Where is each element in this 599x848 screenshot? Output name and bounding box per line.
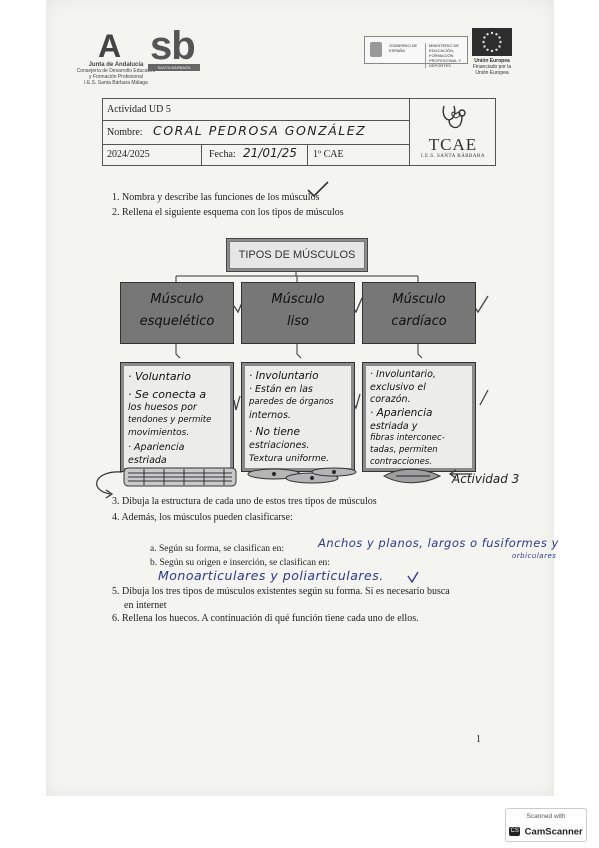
desc-line: corazón.	[370, 394, 411, 405]
eu-name: Unión Europea	[474, 58, 510, 64]
type-box-skeletal: Músculo esquelético	[120, 282, 234, 344]
eu-caption: Unión Europea Financiado por la Unión Eu…	[466, 58, 518, 76]
question-4b: b. Según su origen e inserción, se clasi…	[150, 558, 330, 568]
desc-inner: · Voluntario · Se conecta a los huesos p…	[124, 366, 230, 468]
gov-right-text: MINISTERIO DE EDUCACIÓN, FORMACIÓN PROFE…	[425, 43, 469, 68]
checkmark-icon	[307, 181, 329, 198]
student-name: CORAL PEDROSA GONZÁLEZ	[153, 123, 367, 138]
camscanner-badge: Scanned with CS CamScanner	[505, 808, 587, 842]
desc-line: internos.	[249, 410, 291, 421]
type-line2: cardíaco	[391, 314, 447, 329]
desc-line: estriada y	[370, 421, 418, 432]
type-line2: liso	[287, 314, 309, 329]
school-name: I.E.S. SANTA BÁRBARA	[421, 154, 485, 159]
type-box-cardiac: Músculo cardíaco	[362, 282, 476, 344]
page-number: 1	[476, 734, 481, 745]
divider	[201, 144, 202, 165]
junta-andalucia-logo: A	[98, 28, 122, 64]
desc-line: · Están en las	[249, 384, 313, 395]
question-5: 5. Dibuja los tres tipos de músculos exi…	[112, 586, 450, 597]
sb-logo-bar: SANTA BÁRBARA	[148, 64, 200, 71]
question-1: 1. Nombra y describe las funciones de lo…	[112, 192, 320, 203]
desc-line: fibras interconec-	[370, 433, 445, 443]
checkmark-icon	[407, 571, 419, 584]
activity-note: Actividad 3	[452, 472, 520, 486]
divider	[307, 144, 308, 165]
desc-line: los huesos por	[128, 402, 197, 413]
desc-inner: · Involuntario, exclusivo el corazón. · …	[366, 366, 472, 468]
header-table: Actividad UD 5 Nombre: CORAL PEDROSA GON…	[102, 98, 496, 166]
name-label: Nombre:	[107, 127, 143, 138]
muscle-structure-drawings	[96, 467, 472, 499]
sb-logo: sb	[150, 24, 196, 68]
junta-sub: Consejería de Desarrollo Educativo y For…	[76, 68, 156, 80]
desc-line: · Involuntario,	[370, 369, 436, 380]
desc-line: paredes de órganos	[249, 397, 334, 407]
desc-line: · Involuntario	[249, 370, 319, 382]
stethoscope-icon	[442, 105, 466, 129]
desc-box-smooth: · Involuntario · Están en las paredes de…	[241, 362, 355, 472]
course-label: 1º CAE	[313, 149, 344, 160]
desc-line: contracciones.	[370, 457, 432, 467]
tcae-logo: TCAE I.E.S. SANTA BÁRBARA	[409, 99, 496, 165]
type-box-smooth: Músculo liso	[241, 282, 355, 344]
desc-line: movimientos.	[128, 428, 190, 438]
question-2: 2. Rellena el siguiente esquema con los …	[112, 207, 344, 218]
spain-crest-icon	[370, 42, 382, 57]
scanner-line2: CamScanner	[524, 826, 583, 838]
desc-box-skeletal: · Voluntario · Se conecta a los huesos p…	[120, 362, 234, 472]
activity-label: Actividad UD 5	[107, 104, 171, 115]
header-row-activity: Actividad UD 5	[103, 99, 409, 121]
tcae-title: TCAE	[428, 135, 478, 154]
government-logo: GOBIERNO DE ESPAÑA MINISTERIO DE EDUCACI…	[364, 36, 468, 68]
desc-inner: · Involuntario · Están en las paredes de…	[245, 366, 351, 468]
gov-left-text: GOBIERNO DE ESPAÑA	[389, 43, 418, 53]
question-4a-extra: orbiculares	[512, 552, 557, 560]
date-label: Fecha:	[209, 149, 236, 160]
question-4: 4. Además, los músculos pueden clasifica…	[112, 512, 293, 523]
question-3: 3. Dibuja la estructura de cada uno de e…	[112, 496, 377, 507]
question-4b-answer: Monoarticulares y poliarticulares.	[158, 568, 384, 583]
type-line2: esquelético	[139, 314, 215, 329]
junta-andalucia-caption: Junta de Andalucía Consejería de Desarro…	[76, 62, 156, 86]
scanner-line1: Scanned with	[526, 813, 566, 820]
type-line1: Músculo	[271, 292, 325, 307]
desc-line: estriaciones.	[249, 440, 310, 451]
eu-flag-icon	[472, 28, 512, 56]
header-row-date: 2024/2025 Fecha: 21/01/25 1º CAE	[103, 144, 409, 165]
desc-line: exclusivo el	[370, 382, 426, 393]
desc-box-cardiac: · Involuntario, exclusivo el corazón. · …	[362, 362, 476, 472]
junta-sub2: I.E.S. Santa Bárbara Málaga	[84, 80, 148, 86]
scanner-brand: CS CamScanner	[506, 823, 586, 841]
question-6: 6. Rellena los huecos. A continuación di…	[112, 613, 419, 624]
desc-line: tadas, permiten	[370, 445, 438, 455]
eu-sub: Financiado por la Unión Europea	[472, 64, 512, 76]
desc-line: · No tiene	[249, 426, 300, 438]
school-year: 2024/2025	[107, 149, 150, 160]
question-4a-answer: Anchos y planos, largos o fusiformes y	[318, 536, 559, 550]
desc-line: Textura uniforme.	[249, 454, 330, 464]
type-line1: Músculo	[392, 292, 446, 307]
date-value: 21/01/25	[243, 146, 297, 160]
type-line1: Músculo	[150, 292, 204, 307]
desc-line: · Apariencia	[370, 407, 433, 419]
desc-line: estriada	[128, 455, 167, 466]
desc-line: · Apariencia	[128, 442, 185, 453]
camscanner-icon: CS	[509, 827, 521, 837]
desc-line: tendones y permite	[128, 415, 212, 425]
desc-line: · Voluntario	[128, 370, 191, 383]
header-row-name: Nombre: CORAL PEDROSA GONZÁLEZ	[103, 120, 409, 145]
question-4a: a. Según su forma, se clasifican en:	[150, 544, 285, 554]
question-5-cont: en internet	[124, 600, 167, 611]
desc-line: · Se conecta a	[128, 388, 207, 401]
diagram-title: TIPOS DE MÚSCULOS	[229, 241, 365, 269]
diagram-title-box: TIPOS DE MÚSCULOS	[226, 238, 368, 272]
junta-name: Junta de Andalucía	[88, 62, 144, 68]
